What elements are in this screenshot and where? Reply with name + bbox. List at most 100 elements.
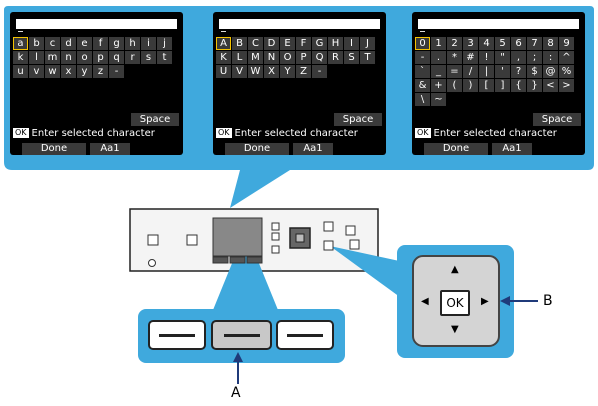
right-function-button[interactable]	[276, 320, 334, 350]
character-key[interactable]: N	[264, 51, 279, 64]
character-key[interactable]: j	[157, 37, 172, 50]
character-key[interactable]: K	[216, 51, 231, 64]
character-key[interactable]: 3	[463, 37, 478, 50]
character-key[interactable]: W	[248, 65, 263, 78]
character-key[interactable]: p	[93, 51, 108, 64]
character-key[interactable]: O	[280, 51, 295, 64]
character-key[interactable]: &	[415, 79, 430, 92]
character-key[interactable]: r	[125, 51, 140, 64]
character-key[interactable]: k	[13, 51, 28, 64]
done-soft-key[interactable]: Done	[424, 143, 488, 155]
space-key[interactable]: Space	[131, 113, 179, 126]
character-key[interactable]: *	[447, 51, 462, 64]
character-key[interactable]: 2	[447, 37, 462, 50]
character-key[interactable]: (	[447, 79, 462, 92]
character-key[interactable]: B	[232, 37, 247, 50]
text-entry-field[interactable]	[219, 19, 380, 29]
text-entry-field[interactable]	[418, 19, 579, 29]
character-key[interactable]: F	[296, 37, 311, 50]
character-key[interactable]: -	[109, 65, 124, 78]
character-key[interactable]: }	[527, 79, 542, 92]
character-key[interactable]: 4	[479, 37, 494, 50]
character-key[interactable]: g	[109, 37, 124, 50]
character-key[interactable]: 5	[495, 37, 510, 50]
character-key[interactable]: $	[527, 65, 542, 78]
character-key[interactable]: _	[431, 65, 446, 78]
mode-soft-key[interactable]: Aa1	[492, 143, 532, 155]
character-key[interactable]: E	[280, 37, 295, 50]
done-soft-key[interactable]: Done	[225, 143, 289, 155]
center-function-button[interactable]	[211, 320, 272, 350]
text-entry-field[interactable]	[16, 19, 177, 29]
character-key[interactable]: o	[77, 51, 92, 64]
character-key[interactable]: /	[463, 65, 478, 78]
character-key[interactable]: 0	[415, 37, 430, 50]
character-key[interactable]: ^	[559, 51, 574, 64]
character-key[interactable]: <	[543, 79, 558, 92]
character-key[interactable]: ;	[527, 51, 542, 64]
character-key[interactable]: s	[141, 51, 156, 64]
character-key[interactable]: `	[415, 65, 430, 78]
character-key[interactable]: Z	[296, 65, 311, 78]
character-key[interactable]: z	[93, 65, 108, 78]
character-key[interactable]: X	[264, 65, 279, 78]
character-key[interactable]: -	[312, 65, 327, 78]
character-key[interactable]: n	[61, 51, 76, 64]
character-key[interactable]: l	[29, 51, 44, 64]
character-key[interactable]: a	[13, 37, 28, 50]
character-key[interactable]: -	[415, 51, 430, 64]
character-key[interactable]: G	[312, 37, 327, 50]
character-key[interactable]: ~	[431, 93, 446, 106]
character-key[interactable]: e	[77, 37, 92, 50]
character-key[interactable]: C	[248, 37, 263, 50]
character-key[interactable]: +	[431, 79, 446, 92]
character-key[interactable]: 8	[543, 37, 558, 50]
character-key[interactable]: m	[45, 51, 60, 64]
up-arrow-icon[interactable]: ▲	[451, 264, 459, 275]
mode-soft-key[interactable]: Aa1	[90, 143, 130, 155]
character-key[interactable]: Q	[312, 51, 327, 64]
character-key[interactable]: [	[479, 79, 494, 92]
character-key[interactable]: %	[559, 65, 574, 78]
character-key[interactable]: D	[264, 37, 279, 50]
ok-key[interactable]: OK	[440, 290, 470, 316]
character-key[interactable]: J	[360, 37, 375, 50]
character-key[interactable]: P	[296, 51, 311, 64]
character-key[interactable]: ]	[495, 79, 510, 92]
character-key[interactable]: #	[463, 51, 478, 64]
character-key[interactable]: H	[328, 37, 343, 50]
character-key[interactable]: q	[109, 51, 124, 64]
right-arrow-icon[interactable]: ▶	[481, 296, 489, 307]
character-key[interactable]: 9	[559, 37, 574, 50]
character-key[interactable]: I	[344, 37, 359, 50]
character-key[interactable]: ?	[511, 65, 526, 78]
down-arrow-icon[interactable]: ▼	[451, 324, 459, 335]
character-key[interactable]: y	[77, 65, 92, 78]
character-key[interactable]: R	[328, 51, 343, 64]
character-key[interactable]: ,	[511, 51, 526, 64]
space-key[interactable]: Space	[334, 113, 382, 126]
character-key[interactable]: u	[13, 65, 28, 78]
character-key[interactable]: S	[344, 51, 359, 64]
character-key[interactable]: !	[479, 51, 494, 64]
character-key[interactable]: T	[360, 51, 375, 64]
space-key[interactable]: Space	[533, 113, 581, 126]
character-key[interactable]: h	[125, 37, 140, 50]
character-key[interactable]: A	[216, 37, 231, 50]
character-key[interactable]: L	[232, 51, 247, 64]
character-key[interactable]: b	[29, 37, 44, 50]
left-arrow-icon[interactable]: ◀	[421, 296, 429, 307]
character-key[interactable]: t	[157, 51, 172, 64]
character-key[interactable]: x	[61, 65, 76, 78]
left-function-button[interactable]	[148, 320, 206, 350]
character-key[interactable]: v	[29, 65, 44, 78]
character-key[interactable]: '	[495, 65, 510, 78]
character-key[interactable]: f	[93, 37, 108, 50]
character-key[interactable]: \	[415, 93, 430, 106]
character-key[interactable]: @	[543, 65, 558, 78]
character-key[interactable]: d	[61, 37, 76, 50]
character-key[interactable]: )	[463, 79, 478, 92]
character-key[interactable]: w	[45, 65, 60, 78]
done-soft-key[interactable]: Done	[22, 143, 86, 155]
character-key[interactable]: c	[45, 37, 60, 50]
